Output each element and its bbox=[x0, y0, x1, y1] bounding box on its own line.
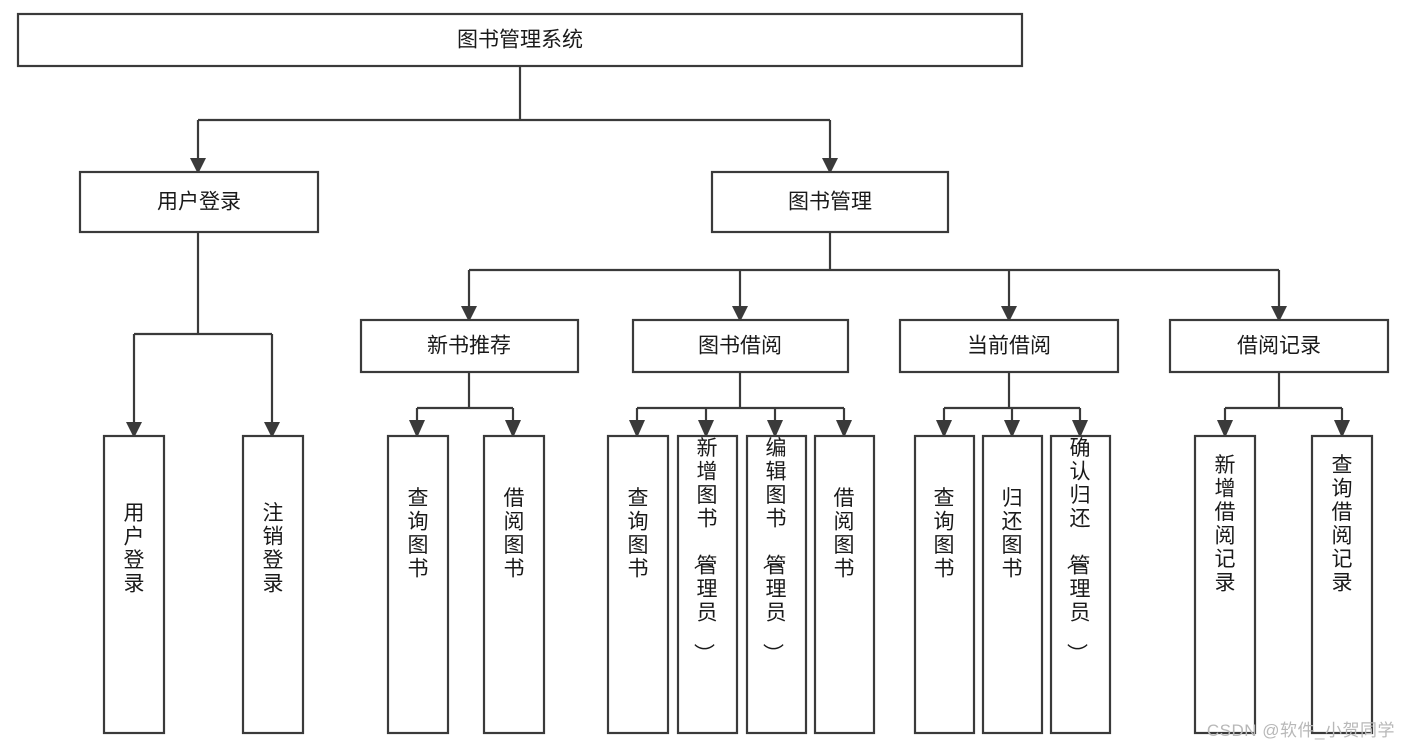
connector-group-new-book-recommend bbox=[409, 372, 521, 438]
leaf-box[interactable] bbox=[102, 434, 166, 735]
node-book-manage-label: 图书管理 bbox=[788, 191, 872, 214]
arrow-head-icon bbox=[1001, 306, 1017, 322]
arrow-head-icon bbox=[409, 420, 425, 438]
connector-group-book-manage bbox=[461, 232, 1287, 322]
node-current-borrow-label: 当前借阅 bbox=[967, 335, 1051, 358]
node-book-manage-box[interactable] bbox=[710, 170, 950, 234]
leaf-label: 确认归还（管理员） bbox=[1065, 437, 1091, 664]
node-new-book-recommend-label: 新书推荐 bbox=[427, 335, 511, 358]
node-new-book-recommend-box[interactable] bbox=[359, 318, 580, 374]
node-current-borrow[interactable]: 当前借阅 bbox=[898, 318, 1120, 374]
leaf-label: 查询图书 bbox=[628, 487, 649, 581]
arrow-head-icon bbox=[936, 420, 952, 438]
arrow-head-icon bbox=[732, 306, 748, 322]
leaf-box[interactable] bbox=[676, 434, 739, 735]
leaf-node[interactable]: 新增借阅记录 bbox=[1193, 434, 1257, 735]
leaf-label: 查询图书 bbox=[408, 487, 429, 581]
connector-group-root bbox=[190, 66, 838, 174]
leaf-label: 新增图书（管理员） bbox=[692, 437, 718, 664]
leaf-box[interactable] bbox=[981, 434, 1044, 735]
arrow-head-icon bbox=[264, 422, 280, 438]
arrow-head-icon bbox=[126, 422, 142, 438]
leaf-box[interactable] bbox=[1193, 434, 1257, 735]
leaf-node[interactable]: 查询图书 bbox=[606, 434, 670, 735]
arrow-head-icon bbox=[836, 420, 852, 438]
leaf-node[interactable]: 归还图书 bbox=[981, 434, 1044, 735]
leaf-box[interactable] bbox=[386, 434, 450, 735]
leaf-node[interactable]: 借阅图书 bbox=[813, 434, 876, 735]
leaf-box[interactable] bbox=[482, 434, 546, 735]
leaf-box[interactable] bbox=[1049, 434, 1112, 735]
leaf-node[interactable]: 查询图书 bbox=[913, 434, 976, 735]
leaf-label: 注销登录 bbox=[263, 502, 284, 596]
node-book-borrow[interactable]: 图书借阅 bbox=[631, 318, 850, 374]
node-root-label: 图书管理系统 bbox=[457, 29, 583, 52]
leaf-box[interactable] bbox=[241, 434, 305, 735]
arrow-head-icon bbox=[461, 306, 477, 322]
leaf-node[interactable]: 编辑图书（管理员） bbox=[745, 434, 808, 735]
arrow-head-icon bbox=[629, 420, 645, 438]
node-user-login-label: 用户登录 bbox=[157, 191, 241, 214]
leaf-label: 归还图书 bbox=[1002, 487, 1023, 581]
node-new-book-recommend[interactable]: 新书推荐 bbox=[359, 318, 580, 374]
leaf-label: 借阅图书 bbox=[504, 487, 525, 581]
connector-group-borrow-record bbox=[1217, 372, 1350, 438]
leaf-node[interactable]: 借阅图书 bbox=[482, 434, 546, 735]
leaf-node[interactable]: 用户登录 bbox=[102, 434, 166, 735]
leaf-label: 查询借阅记录 bbox=[1332, 454, 1353, 595]
node-book-borrow-label: 图书借阅 bbox=[698, 335, 782, 358]
leaf-label: 借阅图书 bbox=[834, 487, 855, 581]
leaf-node[interactable]: 查询借阅记录 bbox=[1310, 434, 1374, 735]
node-borrow-record-label: 借阅记录 bbox=[1237, 335, 1321, 358]
arrow-head-icon bbox=[1217, 420, 1233, 438]
csdn-watermark: CSDN @软件_小贺同学 bbox=[1206, 721, 1395, 740]
node-user-login-box[interactable] bbox=[78, 170, 320, 234]
arrow-head-icon bbox=[1271, 306, 1287, 322]
node-book-manage[interactable]: 图书管理 bbox=[710, 170, 950, 234]
leaf-node[interactable]: 新增图书（管理员） bbox=[676, 434, 739, 735]
arrow-head-icon bbox=[1004, 420, 1020, 438]
leaf-label: 用户登录 bbox=[124, 502, 145, 596]
leaf-box[interactable] bbox=[606, 434, 670, 735]
leaf-box[interactable] bbox=[745, 434, 808, 735]
node-root-box[interactable] bbox=[16, 12, 1024, 68]
node-borrow-record-box[interactable] bbox=[1168, 318, 1390, 374]
arrow-head-icon bbox=[698, 420, 714, 438]
connector-group-book-borrow bbox=[629, 372, 852, 438]
node-book-borrow-box[interactable] bbox=[631, 318, 850, 374]
leaf-label: 编辑图书（管理员） bbox=[761, 437, 787, 664]
leaf-box[interactable] bbox=[813, 434, 876, 735]
node-borrow-record[interactable]: 借阅记录 bbox=[1168, 318, 1390, 374]
arrow-head-icon bbox=[1072, 420, 1088, 438]
node-user-login[interactable]: 用户登录 bbox=[78, 170, 320, 234]
arrow-head-icon bbox=[822, 158, 838, 174]
arrow-head-icon bbox=[1334, 420, 1350, 438]
leaf-node[interactable]: 注销登录 bbox=[241, 434, 305, 735]
arrow-head-icon bbox=[767, 420, 783, 438]
connector-group-current-borrow bbox=[936, 372, 1088, 438]
node-current-borrow-box[interactable] bbox=[898, 318, 1120, 374]
connector-group-user-login bbox=[126, 232, 280, 438]
arrow-head-icon bbox=[190, 158, 206, 174]
node-root[interactable]: 图书管理系统 bbox=[16, 12, 1024, 68]
leaf-node[interactable]: 确认归还（管理员） bbox=[1049, 434, 1112, 735]
leaf-node[interactable]: 查询图书 bbox=[386, 434, 450, 735]
arrow-head-icon bbox=[505, 420, 521, 438]
leaf-box[interactable] bbox=[1310, 434, 1374, 735]
leaf-label: 新增借阅记录 bbox=[1215, 454, 1236, 595]
leaf-box[interactable] bbox=[913, 434, 976, 735]
leaf-label: 查询图书 bbox=[934, 487, 955, 581]
